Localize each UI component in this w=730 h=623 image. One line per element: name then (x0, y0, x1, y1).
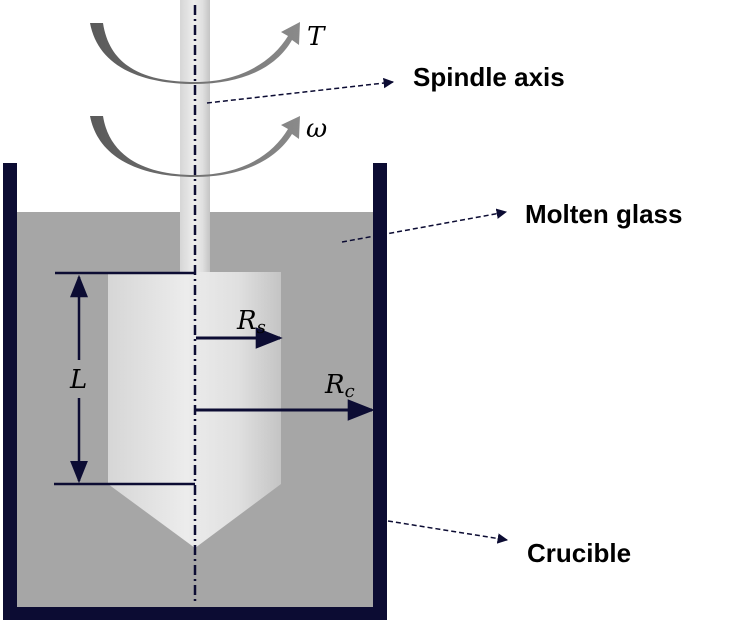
molten-glass-leader (341, 208, 508, 243)
spindle-axis-label: Spindle axis (413, 62, 565, 92)
crucible-radius-symbol: Rc (324, 370, 355, 402)
length-symbol: L (69, 365, 87, 395)
molten-glass-label: Molten glass (525, 199, 682, 229)
crucible (3, 163, 387, 620)
spindle-axis-leader (206, 77, 395, 104)
spindle-radius-symbol: Rs (236, 306, 266, 338)
length-dimension (54, 271, 195, 486)
crucible-label: Crucible (527, 538, 631, 568)
spindle-bob-cone (108, 484, 281, 548)
crucible-leader (387, 520, 509, 544)
angular-velocity-symbol: ω (306, 114, 327, 144)
torque-symbol: T (307, 22, 326, 52)
